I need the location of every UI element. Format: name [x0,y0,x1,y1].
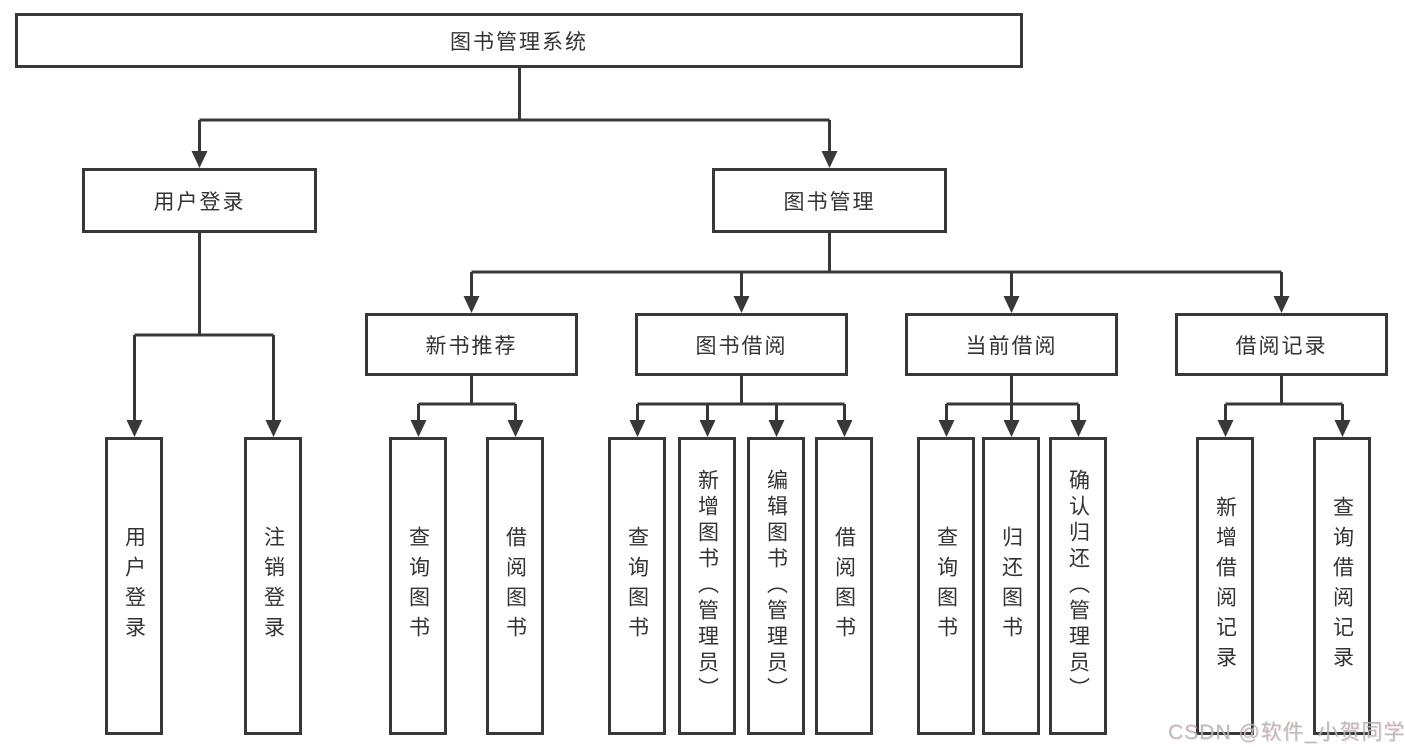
leaf-confirm-return-admin: 确认归还（管理员） [1049,437,1107,735]
connector-root-to-level2 [191,68,838,168]
arrowhead [265,420,282,437]
leaf-edit-book-admin: 编辑图书（管理员） [747,437,805,735]
node-current-borrow: 当前借阅 [905,313,1118,376]
csdn-watermark: CSDN @软件_小贺同学 [1168,721,1405,744]
leaf-add-book-admin: 新增图书（管理员） [678,437,736,735]
leaf-query-borrow-record: 查询借阅记录 [1313,437,1371,735]
connector-book-mgmt-to-level3 [463,233,1290,313]
arrowhead [1070,420,1087,437]
leaf-query-books-rec: 查询图书 [389,437,447,735]
node-book-mgmt: 图书管理 [712,168,947,233]
node-borrow-record: 借阅记录 [1175,313,1388,376]
leaf-borrow-books: 借阅图书 [815,437,873,735]
arrowhead [1003,420,1020,437]
connector-new-book-rec-to-leaves [410,376,524,437]
arrowhead [836,420,853,437]
arrowhead [126,420,143,437]
leaf-query-books-current: 查询图书 [917,437,975,735]
arrowhead [1273,296,1290,313]
node-book-borrow: 图书借阅 [635,313,848,376]
node-new-book-rec: 新书推荐 [365,313,578,376]
leaf-add-borrow-record: 新增借阅记录 [1196,437,1254,735]
leaf-logout: 注销登录 [244,437,302,735]
connector-borrow-record-to-leaves [1217,376,1351,437]
arrowhead [507,420,524,437]
arrowhead [191,151,208,168]
arrowhead [410,420,427,437]
node-user-login: 用户登录 [82,168,317,233]
arrowhead [821,151,838,168]
node-root: 图书管理系统 [15,13,1023,68]
arrowhead [1003,296,1020,313]
leaf-borrow-books-rec: 借阅图书 [486,437,544,735]
arrowhead [1334,420,1351,437]
arrowhead [699,420,716,437]
arrowhead [463,296,480,313]
connector-current-borrow-to-leaves [938,376,1087,437]
arrowhead [1217,420,1234,437]
leaf-user-login: 用户登录 [105,437,163,735]
leaf-query-books-borrow: 查询图书 [608,437,666,735]
leaf-return-book: 归还图书 [982,437,1040,735]
arrowhead [938,420,955,437]
arrowhead [629,420,646,437]
arrowhead [733,296,750,313]
connector-user-login-to-leaves [126,233,282,437]
arrowhead [768,420,785,437]
connector-book-borrow-to-leaves [629,376,853,437]
